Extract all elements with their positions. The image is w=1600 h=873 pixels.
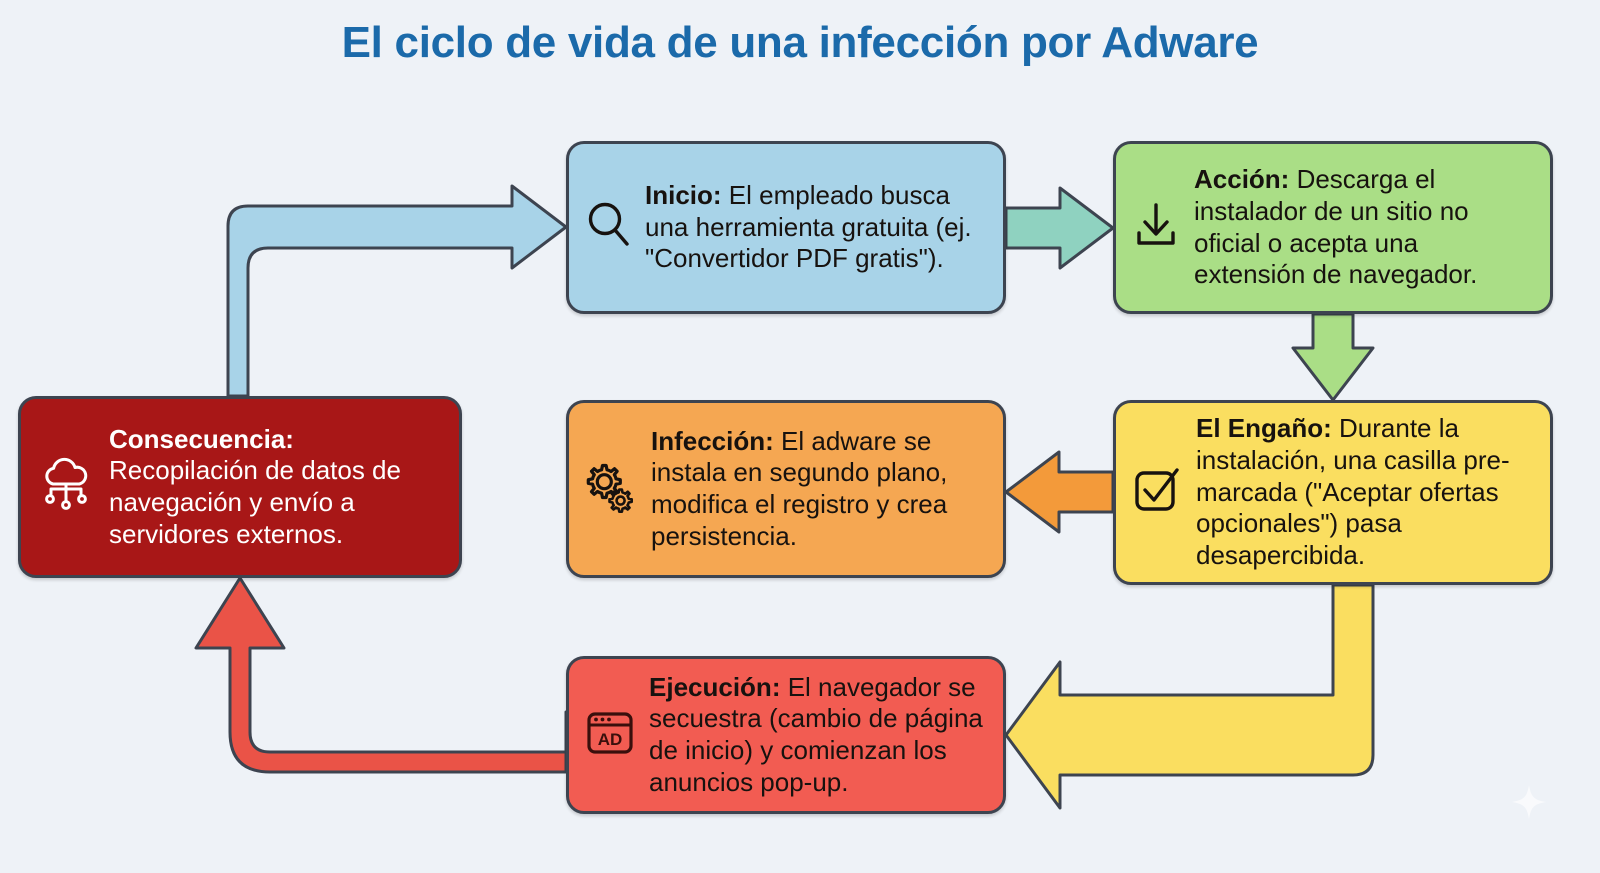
gears-icon [585,461,637,518]
node-accion-label: Acción: [1194,164,1290,195]
node-ejecucion-text: Ejecución: El navegador se secuestra (ca… [649,672,985,799]
arrow-accion-to-engano [1291,312,1375,402]
node-accion[interactable]: Acción: Descarga el instalador de un sit… [1113,141,1553,314]
node-inicio-text: Inicio: El empleado busca una herramient… [645,180,985,275]
node-infeccion-text: Infección: El adware se instala en segun… [651,426,985,553]
node-inicio[interactable]: Inicio: El empleado busca una herramient… [566,141,1006,314]
node-infeccion-label: Infección: [651,425,774,456]
node-engano-body: Durante la instalación, una casilla pre-… [1196,413,1510,571]
checkbox-checked-icon [1132,465,1182,520]
node-accion-body: Descarga el instalador de un sitio no of… [1194,164,1478,290]
node-consecuencia-label: Consecuencia: [109,423,294,454]
download-icon [1132,200,1180,255]
arrow-engano-to-infeccion [1004,450,1115,534]
node-engano-label: El Engaño: [1196,413,1332,444]
node-engano-text: El Engaño: Durante la instalación, una c… [1196,413,1532,572]
node-ejecucion[interactable]: AD Ejecución: El navegador se secuestra … [566,656,1006,814]
svg-text:AD: AD [598,730,623,749]
node-inicio-label: Inicio: [645,179,722,210]
sparkle-icon [1512,785,1546,819]
node-ejecucion-label: Ejecución: [649,671,781,702]
page-title: El ciclo de vida de una infección por Ad… [341,18,1259,67]
node-engano[interactable]: El Engaño: Durante la instalación, una c… [1113,400,1553,585]
node-infeccion-body: El adware se instala en segundo plano, m… [651,425,948,551]
node-inicio-body: El empleado busca una herramienta gratui… [645,179,972,274]
arrow-engano-to-ejecucion [1004,583,1375,810]
node-consecuencia-text: Consecuencia: Recopilación de datos de n… [109,424,441,551]
magnifier-icon [585,200,631,255]
node-consecuencia-body: Recopilación de datos de navegación y en… [109,455,401,549]
node-infeccion[interactable]: Infección: El adware se instala en segun… [566,400,1006,578]
node-consecuencia[interactable]: Consecuencia: Recopilación de datos de n… [18,396,462,578]
node-ejecucion-body: El navegador se secuestra (cambio de pág… [649,671,983,797]
ad-browser-icon: AD [585,709,635,762]
arrow-inicio-to-accion [1004,186,1115,270]
arrow-ejecucion-to-consecuencia [194,576,568,774]
node-accion-text: Acción: Descarga el instalador de un sit… [1194,164,1532,291]
arrow-consecuencia-to-inicio [226,184,568,398]
cloud-network-icon [37,457,95,518]
